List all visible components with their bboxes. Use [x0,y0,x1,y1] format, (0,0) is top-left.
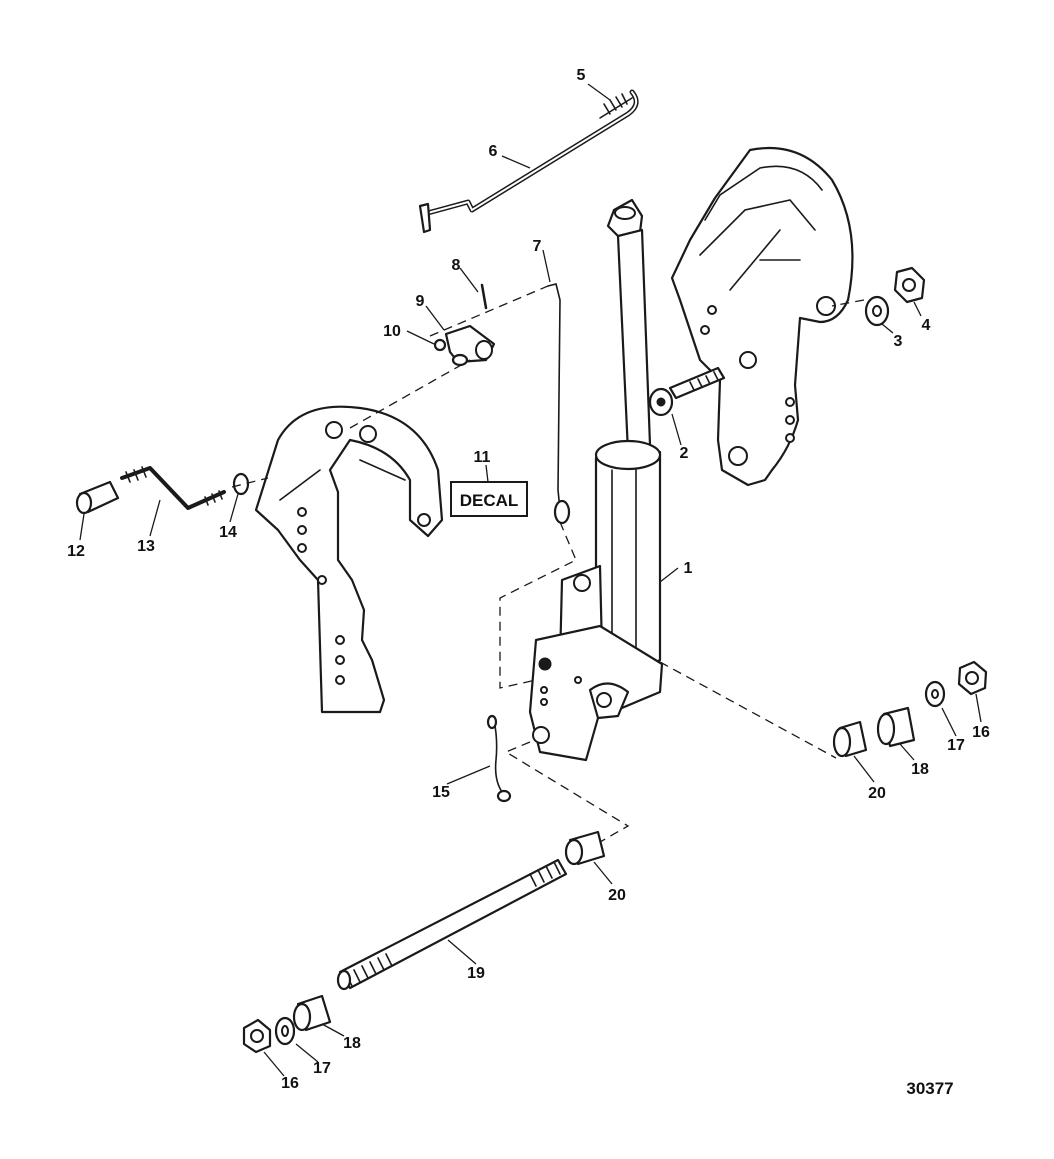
part-9-lever [444,324,496,367]
callout-18-right: 18 [911,761,929,778]
part-16-nut-right [957,660,988,696]
part-5-spring [599,93,633,119]
callout-20-lower: 20 [608,887,626,904]
part-7-cable [547,283,571,525]
leader-lines [79,83,982,1077]
part-13-crank [120,466,226,510]
figure-number: 30377 [906,1079,953,1098]
part-16-nut-lower [242,1018,272,1054]
part-20-bushing-lower [564,830,606,866]
callout-19: 19 [467,965,485,982]
callout-4: 4 [922,317,931,334]
callout-labels: 5 6 7 8 9 10 11 1 2 3 4 12 13 14 15 16 1… [67,67,990,1092]
callout-13: 13 [137,538,155,555]
part-18-spacer-right [876,706,916,748]
right-clamp-bracket [670,146,854,487]
part-14-washer [232,472,250,496]
part-3-washer-top [864,295,890,327]
callout-17-right: 17 [947,737,965,754]
callout-7: 7 [533,238,542,255]
part-2-bolt [648,366,726,417]
callout-17-lower: 17 [313,1060,331,1077]
part-6-tilt-lock-rod [418,89,639,234]
part-19-tilt-tube [336,858,568,991]
part-20-bushing-right [832,720,868,758]
callout-8: 8 [452,257,461,274]
callout-20-right: 20 [868,785,886,802]
part-4-nut-top [893,266,926,304]
part-15-lanyard [486,714,512,803]
part-10-nut [433,338,447,352]
callout-18-lower: 18 [343,1035,361,1052]
callout-10: 10 [383,323,401,340]
part-12-knob [75,480,120,515]
left-clamp-bracket [254,405,444,714]
callout-15: 15 [432,784,450,801]
callout-14: 14 [219,524,237,541]
callout-6: 6 [489,143,498,160]
part-11-decal: DECAL [450,481,528,517]
callout-11: 11 [474,449,491,466]
callout-9: 9 [416,293,425,310]
part-18-spacer-lower [292,994,332,1032]
callout-1: 1 [684,560,693,577]
part-1-tilt-cylinder [528,198,664,762]
part-17-washer-lower [274,1016,296,1046]
decal-label: DECAL [460,491,519,510]
part-17-washer-right [924,680,946,708]
callout-16-right: 16 [972,724,990,741]
callout-12: 12 [67,543,85,560]
callout-16-lower: 16 [281,1075,299,1092]
callout-5: 5 [577,67,586,84]
callout-3: 3 [894,333,903,350]
part-8-pin [480,283,488,310]
callout-2: 2 [680,445,689,462]
assembly-lines [231,285,865,843]
